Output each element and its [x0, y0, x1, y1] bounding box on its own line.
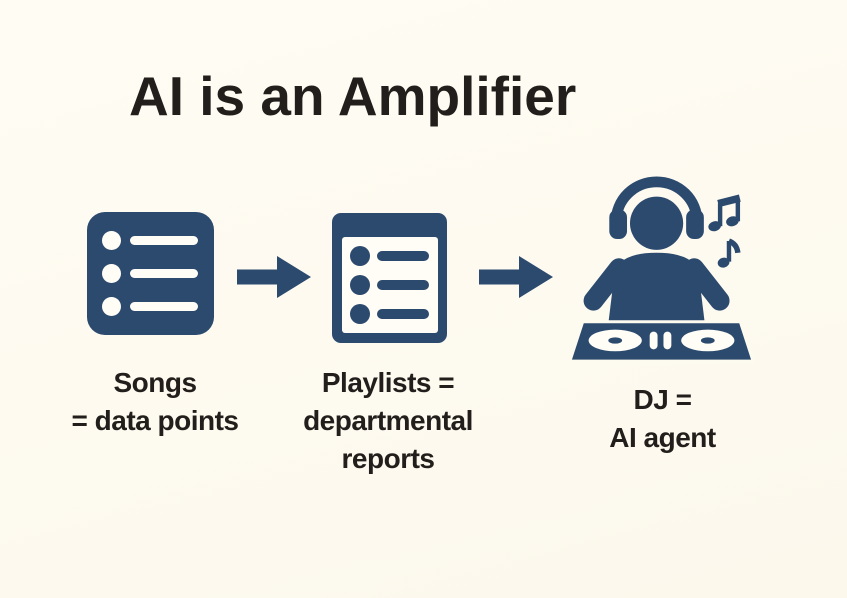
label-line: = data points: [71, 405, 239, 436]
page-title: AI is an Amplifier: [129, 65, 577, 127]
list-row: [102, 231, 214, 250]
playlist-panel: [342, 237, 438, 333]
label-playlists: Playlists = departmental reports: [287, 364, 489, 478]
list-bullet-icon: [350, 304, 370, 324]
list-line: [377, 280, 429, 290]
label-line: AI agent: [609, 422, 716, 453]
label-line: Playlists =: [321, 367, 455, 398]
list-line: [130, 269, 198, 278]
playlist-icon: [332, 213, 447, 343]
list-row: [102, 264, 214, 283]
list-line: [130, 302, 198, 311]
list-bullet-icon: [102, 297, 121, 316]
music-notes-icon: [708, 194, 741, 268]
label-songs: Songs = data points: [30, 364, 280, 440]
list-row: [102, 297, 214, 316]
dj-icon: [568, 176, 755, 363]
turntable-deck-icon: [568, 320, 755, 363]
headphones-icon: [609, 176, 704, 240]
list-row: [350, 304, 438, 324]
dj-person: [583, 196, 730, 324]
list-row: [350, 275, 438, 295]
list-row: [350, 246, 438, 266]
label-dj: DJ = AI agent: [560, 381, 765, 457]
list-bullet-icon: [350, 275, 370, 295]
songs-list-icon: [87, 212, 214, 335]
list-line: [130, 236, 198, 245]
label-line: Songs: [113, 367, 197, 398]
list-bullet-icon: [102, 231, 121, 250]
list-bullet-icon: [350, 246, 370, 266]
label-line: DJ =: [633, 384, 692, 415]
list-line: [377, 309, 429, 319]
right-arrow-icon: [237, 256, 311, 298]
right-arrow-icon: [479, 256, 553, 298]
list-bullet-icon: [102, 264, 121, 283]
label-line: departmental: [303, 405, 473, 436]
label-line: reports: [341, 443, 435, 474]
list-line: [377, 251, 429, 261]
